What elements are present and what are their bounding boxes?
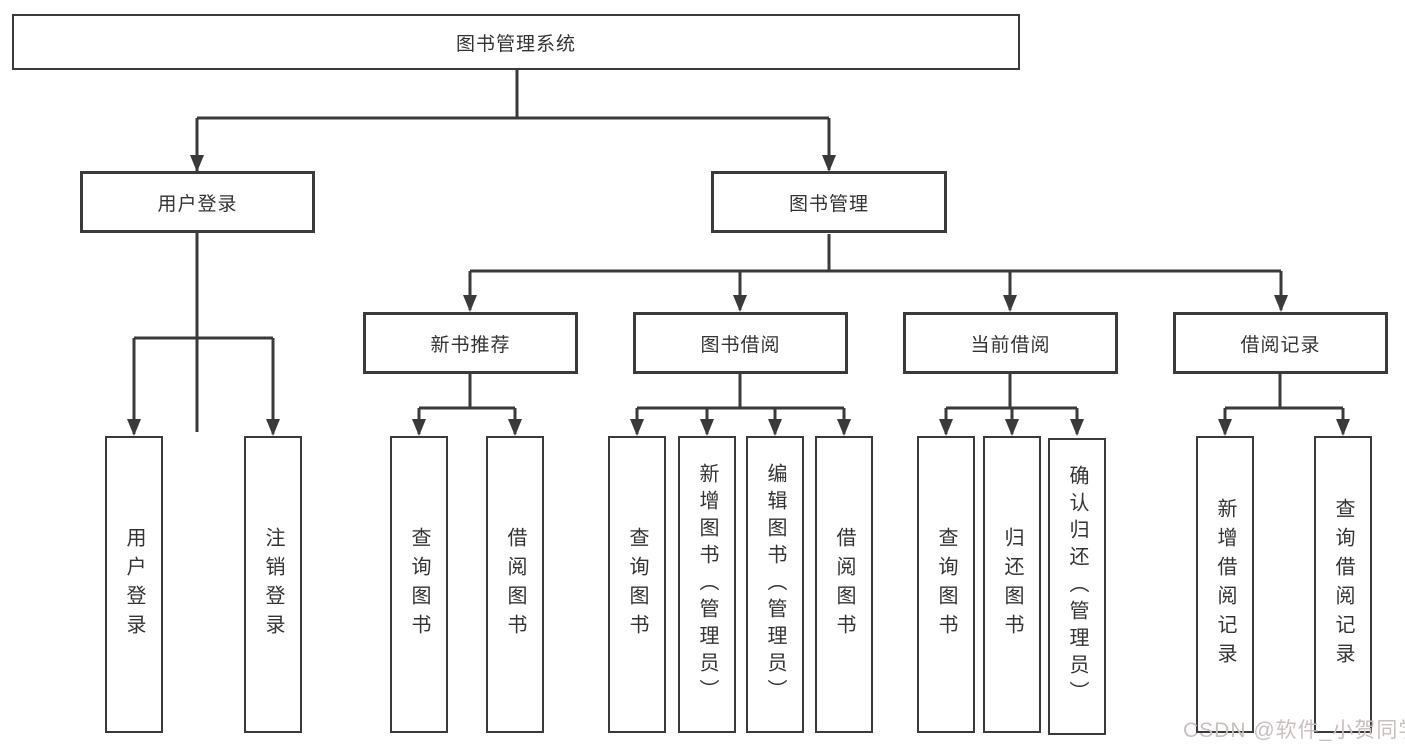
leaf-current-query-books-label: 查询图书 — [935, 526, 957, 643]
leaf-borrow-borrow-books-label: 借阅图书 — [833, 526, 855, 643]
leaf-records-add-record: 新增借阅记录 — [1196, 436, 1254, 733]
node-new-book-recommend: 新书推荐 — [363, 312, 578, 374]
node-borrow-records: 借阅记录 — [1173, 312, 1388, 374]
connector-records-to-children — [1223, 374, 1345, 434]
leaf-records-query-record: 查询借阅记录 — [1314, 436, 1372, 733]
connector-mgmt-to-level2 — [468, 234, 1283, 310]
node-new-book-recommend-label: 新书推荐 — [430, 334, 511, 356]
leaf-records-query-record-label: 查询借阅记录 — [1332, 497, 1354, 672]
connector-recommend-to-children — [417, 374, 517, 434]
node-user-login: 用户登录 — [80, 171, 315, 233]
node-book-borrow: 图书借阅 — [633, 312, 848, 374]
connector-login-to-children — [132, 233, 275, 434]
leaf-borrow-add-books-admin: 新增图书（管理员） — [678, 436, 736, 733]
leaf-borrow-query-books: 查询图书 — [608, 436, 666, 733]
leaf-records-add-record-label: 新增借阅记录 — [1214, 497, 1236, 672]
connector-root-to-level1 — [195, 70, 831, 432]
leaf-recommend-borrow-books: 借阅图书 — [486, 436, 544, 733]
leaf-current-return-books: 归还图书 — [983, 436, 1041, 733]
leaf-borrow-edit-books-admin: 编辑图书（管理员） — [746, 436, 804, 733]
leaf-logout: 注销登录 — [244, 436, 302, 733]
node-root-library-system: 图书管理系统 — [12, 14, 1020, 70]
leaf-current-query-books: 查询图书 — [917, 436, 975, 733]
leaf-borrow-borrow-books: 借阅图书 — [815, 436, 873, 733]
node-book-management-label: 图书管理 — [788, 193, 869, 215]
leaf-user-login: 用户登录 — [105, 436, 163, 733]
leaf-recommend-borrow-books-label: 借阅图书 — [504, 526, 526, 643]
leaf-borrow-query-books-label: 查询图书 — [626, 526, 648, 643]
node-current-borrow-label: 当前借阅 — [970, 334, 1051, 356]
node-root-label: 图书管理系统 — [455, 33, 576, 55]
node-user-login-label: 用户登录 — [157, 193, 238, 215]
node-current-borrow: 当前借阅 — [903, 312, 1118, 374]
leaf-borrow-add-books-admin-label: 新增图书（管理员） — [696, 463, 718, 706]
leaf-current-return-books-label: 归还图书 — [1001, 526, 1023, 643]
leaf-recommend-query-books: 查询图书 — [390, 436, 448, 733]
leaf-current-confirm-return-admin: 确认归还（管理员） — [1048, 438, 1106, 735]
csdn-watermark: CSDN @软件_小贺同学 — [1183, 719, 1405, 742]
leaf-recommend-query-books-label: 查询图书 — [408, 526, 430, 643]
connector-borrow-to-children — [635, 374, 846, 434]
leaf-user-login-label: 用户登录 — [123, 526, 145, 643]
node-book-management: 图书管理 — [711, 171, 947, 233]
node-book-borrow-label: 图书借阅 — [700, 334, 781, 356]
node-borrow-records-label: 借阅记录 — [1240, 334, 1321, 356]
leaf-current-confirm-return-admin-label: 确认归还（管理员） — [1066, 465, 1088, 708]
leaf-logout-label: 注销登录 — [262, 526, 284, 643]
leaf-borrow-edit-books-admin-label: 编辑图书（管理员） — [764, 463, 786, 706]
